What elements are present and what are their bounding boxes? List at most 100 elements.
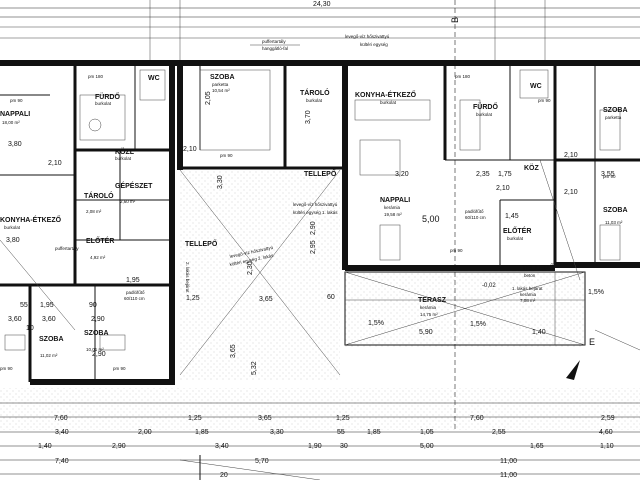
svg-text:10,01 m²: 10,01 m² [86,347,104,352]
bottom-dimensions: 7,60 1,25 3,65 1,25 7,60 2,59 3,40 2,00 … [38,415,615,479]
svg-text:burkolat: burkolat [306,98,323,103]
svg-text:1,85: 1,85 [367,429,381,436]
svg-text:1,25: 1,25 [336,415,350,422]
svg-text:11,03 m²: 11,03 m² [605,220,623,225]
left-building [0,60,345,385]
svg-text:5,00: 5,00 [420,443,434,450]
svg-text:3,30: 3,30 [217,175,224,189]
room-furdo-left: FÜRDŐ [95,92,120,101]
svg-text:3,60: 3,60 [42,316,56,323]
svg-text:1,85: 1,85 [195,429,209,436]
svg-text:1,90: 1,90 [308,443,322,450]
room-tarolo-mid: TÁROLÓ [300,88,330,97]
notes: puffertartály hanggátló-fal levegő-víz h… [0,34,616,371]
axis-e-label: E [589,337,595,347]
svg-text:3,40: 3,40 [55,429,69,436]
svg-text:1,25: 1,25 [186,295,200,302]
terrace-level: -0,02 [482,283,496,289]
svg-text:2,90: 2,90 [112,443,126,450]
svg-text:2,90: 2,90 [92,351,106,358]
room-tarolo-left: TÁROLÓ [84,191,114,200]
svg-text:burkolat: burkolat [115,156,132,161]
svg-text:3,65: 3,65 [258,415,272,422]
slope-mid: 1,5% [470,321,486,328]
svg-text:2,10: 2,10 [48,160,62,167]
svg-text:2,95: 2,95 [310,240,317,254]
svg-text:2,90: 2,90 [310,221,317,235]
svg-text:10: 10 [26,325,34,332]
svg-text:kerámia: kerámia [384,205,401,210]
svg-text:1,25: 1,25 [188,415,202,422]
note-pm180-2: pm 180 [455,74,471,79]
svg-text:parketta: parketta [212,82,229,87]
svg-text:burkolat: burkolat [507,236,524,241]
svg-text:2,00: 2,00 [138,429,152,436]
mid-dimensions: 2,30 3,65 5,32 5,00 2,90 3,70 2,05 [205,91,440,375]
svg-text:2,55: 2,55 [492,429,506,436]
entrance-lakas2: 2. lakás bejárat [185,262,190,293]
svg-text:55: 55 [20,302,28,309]
room-gepeszet: GÉPÉSZET [115,181,153,190]
svg-text:5,70: 5,70 [255,458,269,465]
room-wc-left: WC [148,75,160,82]
room-szoba-top: SZOBA [210,74,235,81]
misc-dimensions: 3,20 2,35 1,75 3,55 2,10 2,10 2,10 1,45 … [20,146,615,358]
note-padlofuto: padlófűtő [126,290,145,295]
room-szoba-left-a: SZOBA [39,336,64,343]
svg-text:1,45: 1,45 [505,213,519,220]
svg-text:5,32: 5,32 [251,361,258,375]
svg-text:7,40: 7,40 [55,458,69,465]
svg-text:7,60: 7,60 [54,415,68,422]
svg-text:2,35: 2,35 [476,171,490,178]
room-szoba-left-b: SZOBA [84,330,109,337]
svg-text:1,05: 1,05 [420,429,434,436]
note-puffer-top: puffertartály [262,39,286,44]
svg-text:2,30: 2,30 [247,261,254,275]
svg-text:2,05: 2,05 [205,91,212,105]
room-labels: NAPPALI 18,00 m² FÜRDŐ burkolat WC SZOBA… [0,74,628,358]
room-wc-right: WC [530,83,542,90]
svg-text:19,58 m²: 19,58 m² [384,212,402,217]
note-pm90-2: pm 90 [220,153,233,158]
svg-text:kerámia: kerámia [420,305,437,310]
room-nappali-right: NAPPALI [380,197,410,204]
svg-text:14,75 m²: 14,75 m² [420,312,438,317]
svg-text:7,60: 7,60 [470,415,484,422]
svg-text:20: 20 [220,472,228,479]
svg-text:3,65: 3,65 [230,344,237,358]
svg-text:3,55: 3,55 [601,171,615,178]
level-labels: 1,5% 1,5% 1,5% -0,02 [368,283,604,328]
yard-fill [180,170,340,380]
svg-text:60/110 cm: 60/110 cm [465,215,486,220]
room-konyha-left: KONYHA-ÉTKEZŐ [0,215,62,224]
room-kozl: KÖZL [115,147,135,156]
svg-text:3,30: 3,30 [270,429,284,436]
svg-text:1,95: 1,95 [126,277,140,284]
svg-text:2,10: 2,10 [564,189,578,196]
svg-text:1,95: 1,95 [40,302,54,309]
axis-b-label: B [450,17,460,23]
room-furdo-right: FÜRDŐ [473,102,498,111]
svg-text:2,10: 2,10 [496,185,510,192]
top-dimension-label: 24,30 [313,1,331,8]
note-padlofuto-right: padlófűtő [465,209,484,214]
room-tellepo-mid: TELLEPŐ [304,169,337,178]
svg-text:3,80: 3,80 [6,237,20,244]
svg-text:1,40: 1,40 [532,329,546,336]
room-konyha-right: KONYHA-ÉTKEZŐ [355,90,417,99]
note-puffer-left: puffertartály [55,246,79,251]
svg-text:7,08 m²: 7,08 m² [520,298,536,303]
note-pm90-3: pm 90 [450,248,463,253]
svg-text:2,60 m²: 2,60 m² [120,199,136,204]
svg-text:4,60: 4,60 [599,429,613,436]
svg-text:11,00: 11,00 [500,458,517,465]
terrace [344,271,586,346]
room-koz-right: KÖZ [524,163,540,172]
svg-text:burkolat: burkolat [476,112,493,117]
right-building [345,60,640,271]
svg-text:1,10: 1,10 [600,443,614,450]
entrance-lakas1: 1. lakás bejárat [512,286,543,291]
svg-text:60/110 cm: 60/110 cm [124,296,145,301]
room-eloter-left: ELŐTÉR [86,236,114,245]
svg-text:1,65: 1,65 [530,443,544,450]
